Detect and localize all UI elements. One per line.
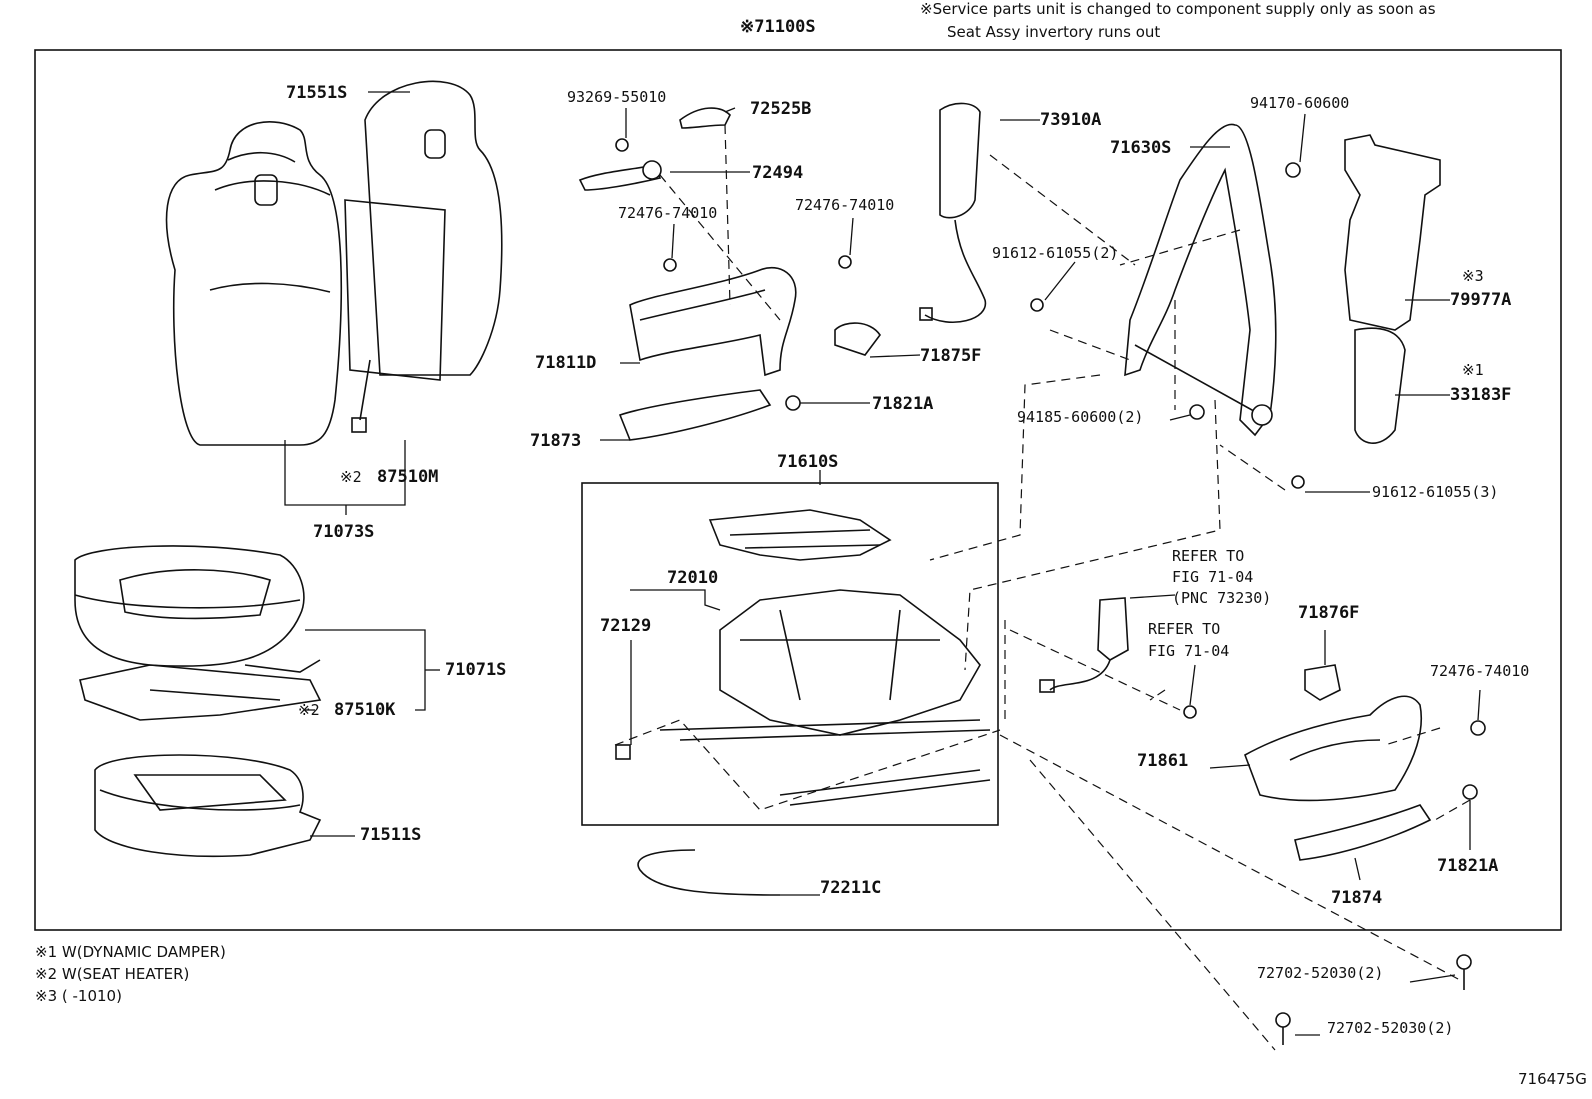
label-71811D: 71811D bbox=[535, 353, 596, 373]
label-93269-55010: 93269-55010 bbox=[567, 88, 666, 106]
label-33183F: 33183F bbox=[1450, 385, 1511, 405]
wire-drawing bbox=[637, 849, 781, 896]
seatback-cover-drawing bbox=[165, 80, 503, 446]
bottom-bolts-drawing bbox=[1275, 954, 1472, 1045]
label-72476-74010-c: 72476-74010 bbox=[1430, 662, 1529, 680]
label-71511S: 71511S bbox=[360, 825, 421, 845]
label-72494: 72494 bbox=[752, 163, 803, 183]
label-71821A-bottom: 71821A bbox=[1437, 856, 1498, 876]
label-87510K: 87510K bbox=[334, 700, 396, 720]
armrest-hinge-drawing bbox=[578, 107, 881, 441]
label-71875F: 71875F bbox=[920, 346, 981, 366]
label-87510M-mark: ※2 bbox=[340, 468, 362, 486]
refer-note-1-line3: (PNC 73230) bbox=[1172, 589, 1271, 607]
footnote-2: ※2 W(SEAT HEATER) bbox=[35, 965, 189, 983]
refer-note-2-line1: REFER TO bbox=[1148, 620, 1220, 638]
side-cover-drawing bbox=[1244, 664, 1486, 861]
label-71861: 71861 bbox=[1137, 751, 1188, 771]
assembly-code: ※71100S bbox=[740, 17, 816, 37]
label-72476-74010-a: 72476-74010 bbox=[618, 204, 717, 222]
label-71071S: 71071S bbox=[445, 660, 506, 680]
assembly-frame bbox=[34, 49, 1562, 931]
label-72702-52030-b: 72702-52030(2) bbox=[1327, 1019, 1453, 1037]
label-73910A: 73910A bbox=[1040, 110, 1101, 130]
label-71630S: 71630S bbox=[1110, 138, 1171, 158]
assembly-lines bbox=[614, 124, 1471, 1051]
label-91612-61055-3: 91612-61055(3) bbox=[1372, 483, 1498, 501]
label-72010: 72010 bbox=[667, 568, 718, 588]
label-79977A-mark: ※3 bbox=[1462, 267, 1484, 285]
label-87510M: 87510M bbox=[377, 467, 438, 487]
label-72525B: 72525B bbox=[750, 99, 811, 119]
seatback-frame-drawing bbox=[1124, 123, 1305, 489]
label-72702-52030-a: 72702-52030(2) bbox=[1257, 964, 1383, 982]
label-72129: 72129 bbox=[600, 616, 651, 636]
refer-note-1-line1: REFER TO bbox=[1172, 547, 1244, 565]
label-94185-60600: 94185-60600(2) bbox=[1017, 408, 1143, 426]
back-panel-drawing bbox=[1344, 134, 1441, 444]
refer-note-2-line2: FIG 71-04 bbox=[1148, 642, 1229, 660]
service-note-line2: Seat Assy invertory runs out bbox=[947, 23, 1160, 41]
label-71821A-top: 71821A bbox=[872, 394, 933, 414]
label-87510K-mark: ※2 bbox=[298, 701, 320, 719]
label-91612-61055-2: 91612-61055(2) bbox=[992, 244, 1118, 262]
seatbelt-buckle-drawing bbox=[1039, 597, 1197, 719]
leader-lines bbox=[284, 91, 1481, 1036]
label-71876F: 71876F bbox=[1298, 603, 1359, 623]
label-71073S: 71073S bbox=[313, 522, 374, 542]
seat-track-box bbox=[581, 482, 999, 826]
label-79977A: 79977A bbox=[1450, 290, 1511, 310]
service-note-line1: ※Service parts unit is changed to compon… bbox=[920, 0, 1436, 18]
label-72476-74010-b: 72476-74010 bbox=[795, 196, 894, 214]
label-71610S: 71610S bbox=[777, 452, 838, 472]
label-72211C: 72211C bbox=[820, 878, 881, 898]
refer-note-1-line2: FIG 71-04 bbox=[1172, 568, 1253, 586]
label-71551S: 71551S bbox=[286, 83, 347, 103]
label-71874: 71874 bbox=[1331, 888, 1382, 908]
label-33183F-mark: ※1 bbox=[1462, 361, 1484, 379]
seat-frame-drawing bbox=[615, 509, 991, 806]
label-94170-60600: 94170-60600 bbox=[1250, 94, 1349, 112]
side-airbag-drawing bbox=[919, 102, 1044, 323]
label-71873: 71873 bbox=[530, 431, 581, 451]
seat-cushion-drawing bbox=[74, 545, 322, 858]
footnote-3: ※3 ( -1010) bbox=[35, 987, 122, 1005]
footnote-1: ※1 W(DYNAMIC DAMPER) bbox=[35, 943, 226, 961]
figure-number: 716475G bbox=[1518, 1070, 1587, 1088]
